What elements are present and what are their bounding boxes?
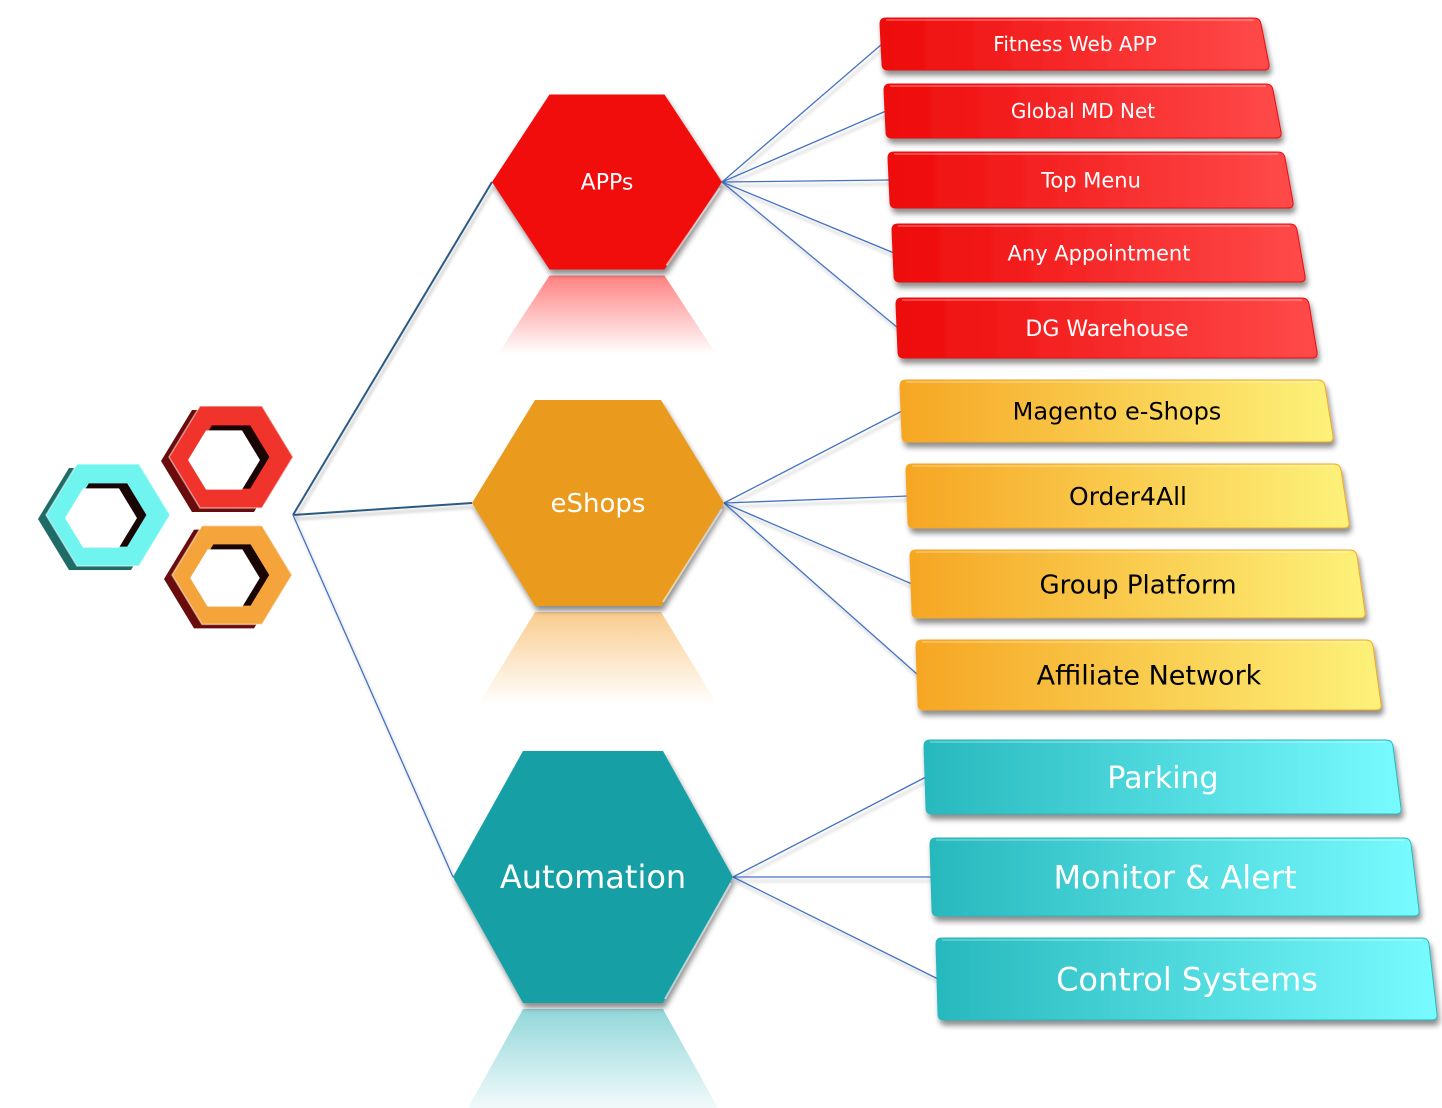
leaf-label: Top Menu xyxy=(1040,169,1141,193)
root-connector-apps xyxy=(292,181,493,516)
leaf-label: Magento e-Shops xyxy=(1013,398,1222,426)
leaf-label: Group Platform xyxy=(1039,570,1236,600)
branch-label: APPs xyxy=(581,171,634,196)
leaf-connector xyxy=(723,410,903,504)
leaf-label: Order4All xyxy=(1069,482,1187,511)
leaf-node: Fitness Web APP xyxy=(879,17,1270,71)
connector-lines xyxy=(292,43,939,980)
leaf-connector xyxy=(721,181,895,254)
leaf-node: Any Appointment xyxy=(891,223,1306,283)
leaf-box xyxy=(915,639,1382,711)
leaf-label: Any Appointment xyxy=(1008,242,1191,266)
leaf-label: Control Systems xyxy=(1056,961,1318,999)
leaf-label: DG Warehouse xyxy=(1025,317,1188,342)
leaf-node: Monitor & Alert xyxy=(929,837,1420,917)
leaf-connector xyxy=(721,179,891,183)
leaf-connector xyxy=(723,495,909,504)
leaf-connector xyxy=(732,876,939,980)
three-hexagon-rings-logo xyxy=(38,405,294,629)
leaf-label: Affiliate Network xyxy=(1037,661,1262,692)
leaf-node: Global MD Net xyxy=(883,83,1282,139)
leaf-box xyxy=(887,151,1294,209)
leaf-box xyxy=(929,837,1420,917)
leaf-connector xyxy=(723,502,913,585)
branch-node-eshops: eShops xyxy=(472,400,724,705)
hexagon-shape xyxy=(472,400,724,606)
leaf-label: Monitor & Alert xyxy=(1053,859,1296,897)
root-connector-automation xyxy=(292,514,454,878)
leaf-label: Parking xyxy=(1107,761,1218,796)
leaf-node: Affiliate Network xyxy=(915,639,1382,711)
hexagon-shape xyxy=(492,94,722,270)
cyan-hexagon-ring xyxy=(38,463,171,570)
red-hexagon-ring xyxy=(161,405,294,512)
orange-hexagon-ring xyxy=(164,524,293,629)
leaf-connector xyxy=(721,181,899,329)
leaf-node: Parking xyxy=(923,739,1402,815)
leaf-connector xyxy=(723,502,919,676)
leaf-node: Top Menu xyxy=(887,151,1294,209)
leaf-box xyxy=(895,297,1318,359)
leaf-box xyxy=(923,739,1402,815)
leaf-node: Order4All xyxy=(905,463,1350,529)
leaf-box xyxy=(935,937,1438,1021)
leaf-node: Group Platform xyxy=(909,549,1366,619)
leaf-node: Magento e-Shops xyxy=(899,379,1334,443)
branch-node-automation: Automation xyxy=(453,751,733,1108)
leaf-box xyxy=(879,17,1270,71)
leaf-node: Control Systems xyxy=(935,937,1438,1021)
leaf-node: DG Warehouse xyxy=(895,297,1318,359)
leaf-box xyxy=(883,83,1282,139)
leaf-box xyxy=(905,463,1350,529)
branch-label: eShops xyxy=(551,489,646,519)
leaf-connector xyxy=(732,776,927,878)
branch-reflection xyxy=(468,1009,718,1108)
hexagon-shape xyxy=(453,751,733,1003)
leaf-label: Global MD Net xyxy=(1011,99,1155,123)
leaf-connector xyxy=(721,110,887,183)
leaf-box xyxy=(899,379,1334,443)
branch-reflection xyxy=(497,275,717,355)
branch-label: Automation xyxy=(500,858,686,896)
leaf-box xyxy=(891,223,1306,283)
leaf-label: Fitness Web APP xyxy=(993,32,1156,56)
root-connector-eshops xyxy=(292,502,473,516)
leaf-connector xyxy=(721,43,883,183)
leaf-box xyxy=(909,549,1366,619)
branch-reflection xyxy=(478,612,718,705)
branch-node-apps: APPs xyxy=(492,94,722,355)
